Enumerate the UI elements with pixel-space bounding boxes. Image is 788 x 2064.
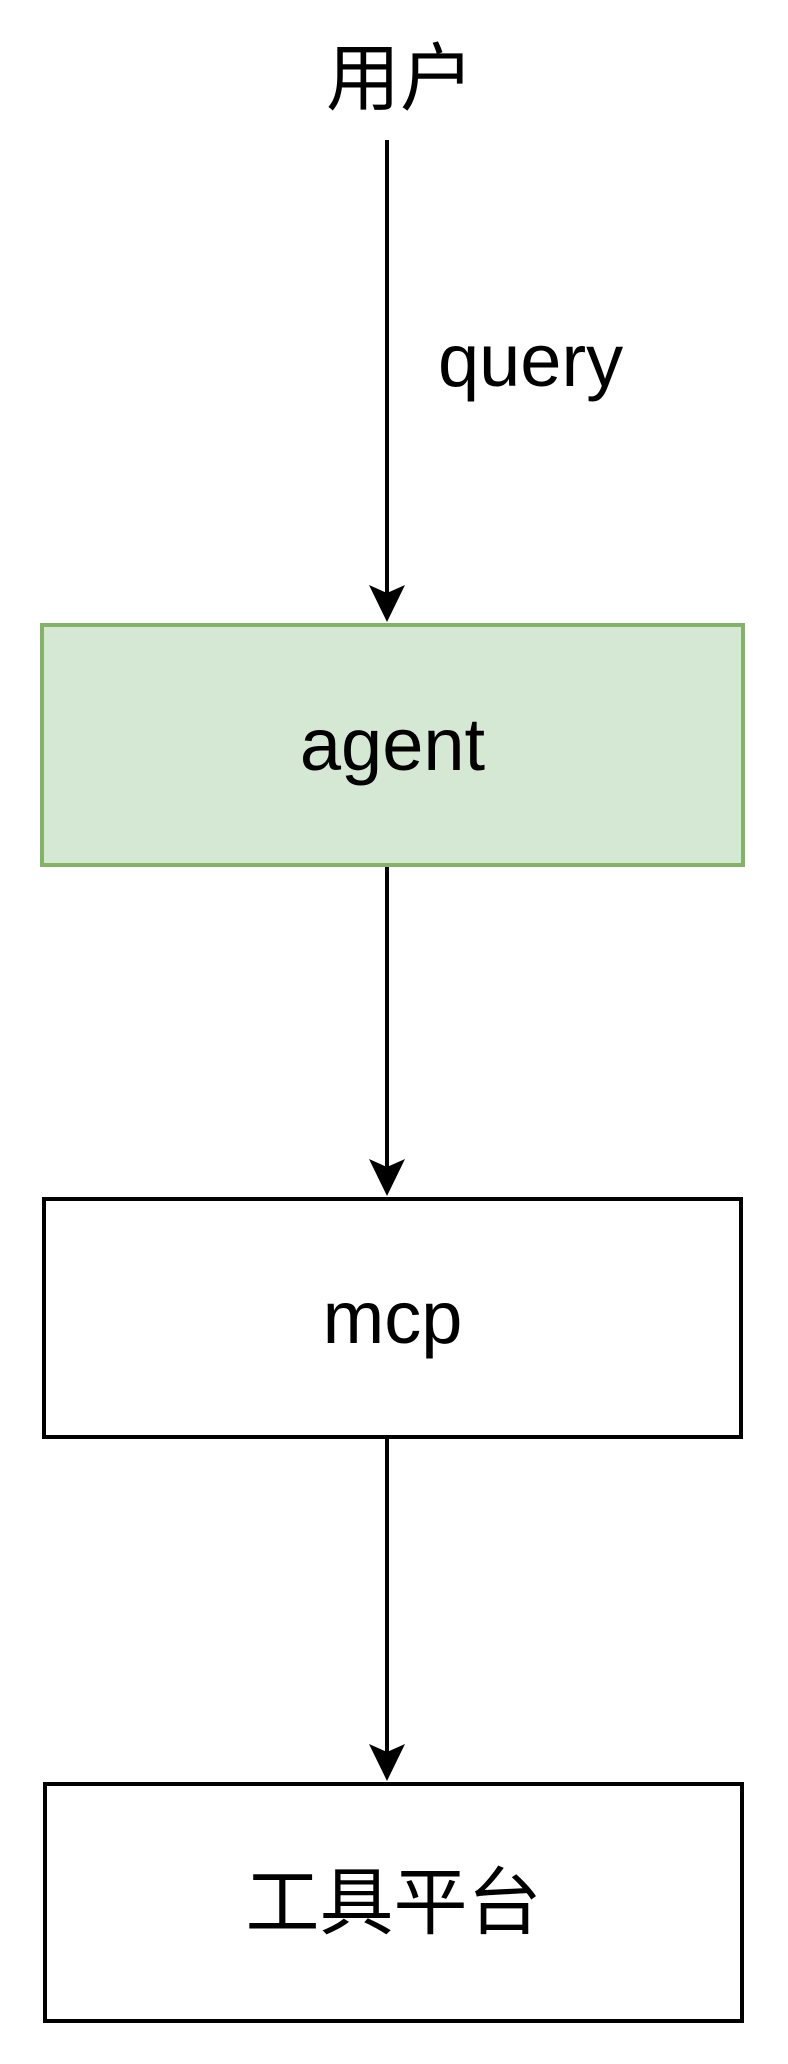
tool-platform-node-label: 工具平台 (245, 1860, 542, 1944)
mcp-node-label: mcp (322, 1276, 463, 1360)
agent-node-label: agent (299, 703, 486, 787)
agent-node: agent (40, 623, 745, 867)
arrow-mcp-to-platform-icon (369, 1438, 405, 1781)
arrow-agent-to-mcp-icon (369, 867, 405, 1196)
user-node-label: 用户 (326, 37, 474, 120)
arrow-user-to-agent-icon (369, 140, 405, 622)
edge-label-query: query (438, 319, 624, 402)
tool-platform-node: 工具平台 (43, 1782, 744, 2023)
mcp-node: mcp (42, 1197, 743, 1439)
